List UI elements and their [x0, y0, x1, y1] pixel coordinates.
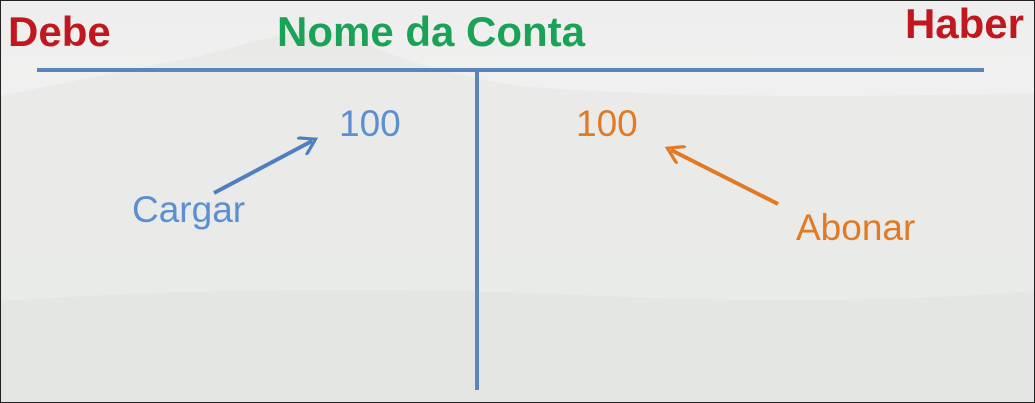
credit-entry-value: 100: [576, 103, 638, 144]
debit-arrow: [213, 141, 312, 195]
debit-action-label: Cargar: [132, 189, 246, 230]
account-name-title: Nome da Conta: [277, 8, 586, 55]
credit-arrow: [671, 150, 779, 206]
credit-side-label: Haber: [904, 0, 1024, 47]
debit-side-label: Debe: [8, 8, 111, 55]
credit-action-label: Abonar: [796, 207, 916, 248]
debit-entry-value: 100: [339, 103, 401, 144]
